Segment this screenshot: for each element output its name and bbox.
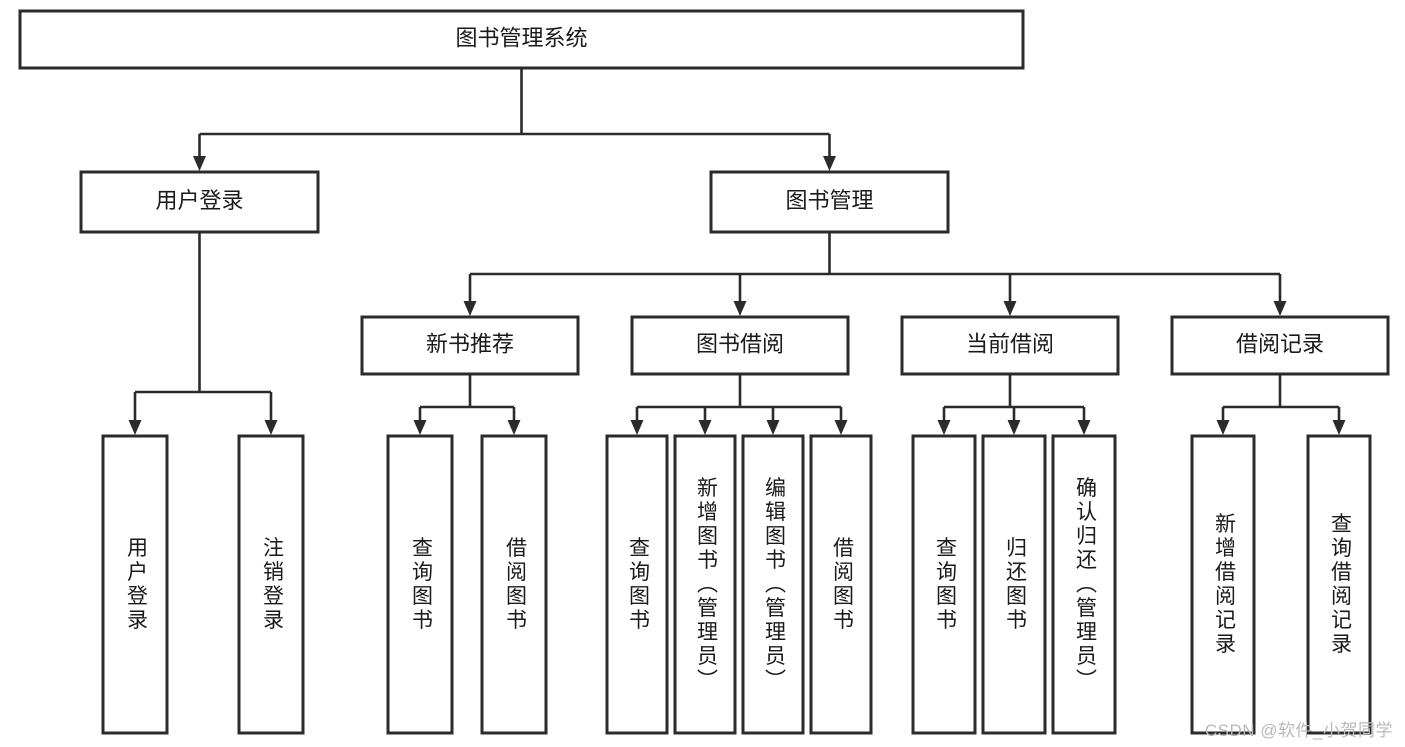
node-root[interactable]: 图书管理系统 [18,9,1025,70]
node-box-borrow-record[interactable] [1170,315,1390,376]
node-box-leaf-user-logout[interactable] [237,434,305,735]
node-book-manage[interactable]: 图书管理 [709,170,950,234]
node-box-user-login[interactable] [79,170,320,234]
edges-layer [128,68,1346,435]
node-leaf-query-record[interactable]: 查询借阅记录 [1306,434,1372,735]
node-label-leaf-return-book: 归还图书 [1003,537,1027,633]
node-user-login[interactable]: 用户登录 [79,170,320,234]
arrow-head-icon [937,420,951,435]
connector-group-root [193,68,836,171]
arrow-head-icon [264,420,278,435]
node-box-leaf-add-record[interactable] [1190,434,1256,735]
node-box-leaf-query-book-1[interactable] [386,434,454,735]
connector-group-borrow-record [1216,374,1346,435]
node-leaf-add-record[interactable]: 新增借阅记录 [1190,434,1256,735]
node-box-leaf-edit-book[interactable] [741,434,805,735]
node-label-borrow-record: 借阅记录 [1236,331,1324,356]
arrow-head-icon [834,420,848,435]
node-leaf-add-book[interactable]: 新增图书（管理员） [673,434,737,735]
node-borrow-record[interactable]: 借阅记录 [1170,315,1390,376]
arrow-head-icon [1077,420,1091,435]
node-book-borrow[interactable]: 图书借阅 [630,315,850,376]
node-new-book-rec[interactable]: 新书推荐 [360,315,580,376]
node-label-new-book-rec: 新书推荐 [426,331,514,356]
node-label-leaf-edit-book: 编辑图书（管理员） [762,477,786,693]
node-box-current-borrow[interactable] [900,315,1120,376]
watermark-label: CSDN @软件_小贺同学 [1204,721,1393,740]
connector-group-current-borrow [937,374,1091,435]
node-label-leaf-borrow-book-2: 借阅图书 [830,537,854,633]
node-label-book-manage: 图书管理 [785,188,873,213]
node-label-leaf-user-logout: 注销登录 [260,537,284,633]
node-leaf-query-book-2[interactable]: 查询图书 [605,434,669,735]
arrow-head-icon [1216,420,1230,435]
node-label-leaf-query-book-2: 查询图书 [626,537,650,633]
node-label-root: 图书管理系统 [455,25,587,50]
node-box-book-manage[interactable] [709,170,950,234]
node-box-leaf-add-book[interactable] [673,434,737,735]
connector-group-new-book-rec [413,374,521,435]
connector-group-book-manage [463,232,1287,316]
node-label-current-borrow: 当前借阅 [966,331,1054,356]
arrow-head-icon [128,420,142,435]
node-box-root[interactable] [18,9,1025,70]
node-leaf-borrow-book-1[interactable]: 借阅图书 [480,434,548,735]
connector-group-user-login [128,232,278,435]
node-leaf-edit-book[interactable]: 编辑图书（管理员） [741,434,805,735]
node-box-new-book-rec[interactable] [360,315,580,376]
node-label-leaf-query-record: 查询借阅记录 [1328,513,1352,657]
arrow-head-icon [630,420,644,435]
arrow-head-icon [1332,420,1346,435]
node-leaf-query-book-1[interactable]: 查询图书 [386,434,454,735]
node-label-leaf-user-login: 用户登录 [124,537,148,633]
nodes-layer: 图书管理系统用户登录图书管理新书推荐图书借阅当前借阅借阅记录用户登录注销登录查询… [18,9,1390,735]
arrow-head-icon [507,420,521,435]
node-label-leaf-query-book-3: 查询图书 [933,537,957,633]
node-box-leaf-return-book[interactable] [981,434,1047,735]
connector-group-book-borrow [630,374,848,435]
node-leaf-borrow-book-2[interactable]: 借阅图书 [809,434,873,735]
node-label-leaf-add-book: 新增图书（管理员） [694,477,718,693]
node-leaf-user-logout[interactable]: 注销登录 [237,434,305,735]
node-leaf-user-login[interactable]: 用户登录 [101,434,169,735]
node-label-user-login: 用户登录 [155,188,243,213]
arrow-head-icon [698,420,712,435]
node-box-leaf-query-record[interactable] [1306,434,1372,735]
arrow-head-icon [1273,301,1287,316]
node-label-leaf-query-book-1: 查询图书 [409,537,433,633]
arrow-head-icon [193,156,206,171]
arrow-head-icon [823,156,836,171]
arrow-head-icon [733,301,747,316]
node-leaf-return-book[interactable]: 归还图书 [981,434,1047,735]
arrow-head-icon [413,420,427,435]
node-box-leaf-borrow-book-2[interactable] [809,434,873,735]
node-label-leaf-borrow-book-1: 借阅图书 [503,537,527,633]
arrow-head-icon [1003,301,1017,316]
node-box-leaf-borrow-book-1[interactable] [480,434,548,735]
node-box-leaf-query-book-3[interactable] [911,434,977,735]
node-box-leaf-query-book-2[interactable] [605,434,669,735]
node-leaf-query-book-3[interactable]: 查询图书 [911,434,977,735]
arrow-head-icon [1007,420,1021,435]
node-box-book-borrow[interactable] [630,315,850,376]
node-current-borrow[interactable]: 当前借阅 [900,315,1120,376]
arrow-head-icon [766,420,780,435]
node-label-book-borrow: 图书借阅 [696,331,784,356]
node-box-leaf-user-login[interactable] [101,434,169,735]
node-label-leaf-add-record: 新增借阅记录 [1212,513,1236,657]
node-leaf-confirm-return[interactable]: 确认归还（管理员） [1051,434,1117,735]
node-box-leaf-confirm-return[interactable] [1051,434,1117,735]
node-label-leaf-confirm-return: 确认归还（管理员） [1073,477,1097,693]
arrow-head-icon [463,301,477,316]
